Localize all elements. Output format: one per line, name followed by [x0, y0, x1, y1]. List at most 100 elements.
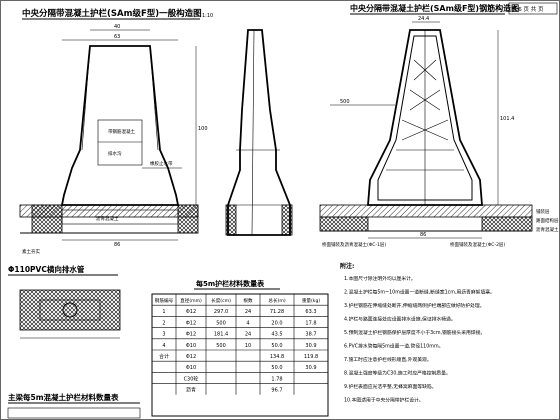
table-cell: Φ10 — [186, 365, 196, 371]
table-cell: 3 — [162, 332, 165, 338]
right-rebar-view: 24.4 500 101.4 铺装层 路面结构层 沥青混凝土 86 桥面铺装及沥… — [319, 16, 559, 248]
table-cell: 500 — [216, 343, 226, 349]
right-dim-total: 101.4 — [500, 116, 514, 122]
note-line: 2.混凝土护栏每5m~10m设置一道断缝,断缝宽1cm,用沥青麻絮填塞。 — [344, 289, 495, 296]
left-foot-left — [31, 204, 63, 234]
table-cell: 合计 — [159, 353, 169, 360]
left-label-bottom: 素土夯实 — [22, 248, 40, 255]
left-label-foot: 沥青混凝土 — [96, 215, 119, 222]
right-label-c: 沥青混凝土 — [536, 226, 559, 233]
materials-table-title: 每5m护栏材料数量表 — [196, 279, 265, 288]
bottom-left-table — [7, 407, 141, 419]
note-line: 9.护栏表面应光洁平整,无蜂窝麻面等缺陷。 — [344, 383, 436, 390]
right-bottom-right-label: 桥面铺装及混凝土(ΦC-2层) — [450, 241, 505, 248]
note-line: 3.护栏钢筋在伸缩缝处断开,伸缩缝两侧护栏端部应做好防护处理。 — [344, 302, 484, 309]
table-cell: 4 — [246, 320, 249, 326]
right-bottom-left-label: 桥面铺装及沥青混凝土(ΦC-1层) — [322, 241, 386, 248]
right-label-a: 铺装层 — [536, 208, 550, 215]
table-cell: 1.78 — [271, 376, 282, 382]
right-dim-top: 24.4 — [418, 16, 429, 22]
drain-title: Φ110PVC横向排水管 — [8, 264, 85, 274]
table-header-cell: 长度(cm) — [211, 297, 231, 304]
left-label-a: 带钢筋混凝土 — [108, 128, 135, 135]
materials-table: 每5m护栏材料数量表 钢筋编号直径(mm) 长度(cm) 根数 总长(m) 重量(kg)… — [151, 279, 329, 417]
table-cell: 297.0 — [214, 309, 228, 315]
table-cell: Φ12 — [186, 354, 196, 360]
right-foot-right — [481, 216, 533, 232]
notes-block: 附注: 1.本图尺寸除注明外均以厘米计。 2.混凝土护栏每5m~10m设置一道断缝… — [340, 262, 495, 404]
right-title: 中央分隔带混凝土护栏(SAm级F型)钢筋构造图 — [350, 3, 519, 13]
right-lattice-bars — [401, 59, 449, 141]
drain-pipe-circle — [62, 302, 78, 318]
table-cell: 2 — [162, 320, 165, 326]
table-cell: 50.0 — [271, 343, 282, 349]
note-line: 5.预制混凝土护栏钢筋保护层厚度不小于3cm,钢筋接头采用焊接。 — [344, 329, 485, 336]
notes-heading: 附注: — [340, 262, 354, 270]
left-dim-width: 63 — [114, 34, 120, 40]
note-line: 1.本图尺寸除注明外均以厘米计。 — [344, 275, 416, 282]
table-cell: 1 — [162, 309, 165, 315]
table-cell: 500 — [216, 320, 226, 326]
right-pavement — [319, 204, 533, 218]
table-header-cell: 重量(kg) — [302, 297, 321, 304]
left-section-view: 40 63 带钢筋混凝土 排水沟 橡胶止水带 100 沥青混凝土 86 素土夯实 — [19, 24, 208, 255]
middle-profile-outline — [227, 29, 291, 236]
table-cell: 63.3 — [305, 309, 316, 315]
left-scale: 1:10 — [202, 13, 213, 19]
table-cell: 134.8 — [270, 354, 284, 360]
right-dim-base: 86 — [420, 232, 426, 238]
left-dim-top: 40 — [114, 24, 120, 30]
note-line: 10.本图适用于中央分隔带护栏设计。 — [344, 397, 424, 404]
table-cell: Φ10 — [186, 343, 196, 349]
drain-block — [19, 289, 121, 331]
note-line: 7.施工时应注意护栏线形顺直,外观美观。 — [344, 356, 432, 363]
left-dim-base: 86 — [114, 242, 120, 248]
drain-detail: Φ110PVC横向排水管 — [8, 264, 121, 339]
table-cell: 30.9 — [305, 365, 316, 371]
left-label-b: 排水沟 — [108, 150, 122, 157]
bottom-left-title: 主梁每5m混凝土护栏材料数量表 — [8, 392, 119, 402]
table-cell: 119.8 — [304, 354, 318, 360]
note-line: 4.护栏与路面连接处应设置排水设施,保证排水畅通。 — [344, 316, 456, 323]
table-cell: 17.8 — [305, 320, 316, 326]
table-header-cell: 总长(m) — [268, 297, 285, 304]
table-cell: 10 — [245, 343, 251, 349]
middle-profile-view — [225, 29, 293, 236]
table-header-cell: 钢筋编号 — [155, 297, 174, 304]
table-cell: 沥青 — [186, 387, 196, 394]
middle-foot-left — [225, 204, 237, 236]
table-cell: 24 — [245, 332, 251, 338]
table-header-cell: 根数 — [243, 297, 253, 304]
left-barrier-outline — [60, 45, 180, 206]
table-cell: 24 — [245, 309, 251, 315]
right-rebar-cage — [377, 35, 473, 201]
left-title: 中央分隔带混凝土护栏(SAm级F型)一般构造图 — [22, 8, 202, 19]
note-line: 6.PVC排水管每隔5m设置一道,管径110mm。 — [344, 343, 443, 350]
table-cell: 71.28 — [270, 309, 284, 315]
table-cell: Φ12 — [186, 320, 196, 326]
note-line: 8.混凝土强度等级为C30,施工时应严格控制质量。 — [344, 370, 451, 377]
left-dim-height: 100 — [198, 126, 208, 132]
table-cell: 43.5 — [271, 332, 282, 338]
right-dim-left: 500 — [340, 99, 350, 105]
table-cell: 50.0 — [271, 365, 282, 371]
table-cell: 181.4 — [214, 332, 228, 338]
sheet-box — [508, 2, 558, 15]
left-label-c: 橡胶止水带 — [150, 160, 173, 167]
sheet-number: 第 6 页 共 页 — [511, 5, 544, 13]
table-cell: 38.7 — [305, 332, 316, 338]
table-cell: Φ12 — [186, 309, 196, 315]
table-cell: 4 — [162, 343, 165, 349]
left-foot-right — [177, 204, 199, 234]
table-cell: 96.7 — [271, 388, 282, 394]
left-inner-box — [97, 119, 143, 166]
table-cell: 30.9 — [305, 343, 316, 349]
table-cell: 20.0 — [271, 320, 282, 326]
middle-foot-right — [281, 204, 293, 236]
right-foot-left — [319, 216, 369, 232]
table-cell: C30砼 — [184, 375, 199, 382]
table-cell: Φ12 — [186, 332, 196, 338]
table-header-cell: 直径(mm) — [180, 297, 202, 304]
right-label-b: 路面结构层 — [536, 217, 559, 224]
